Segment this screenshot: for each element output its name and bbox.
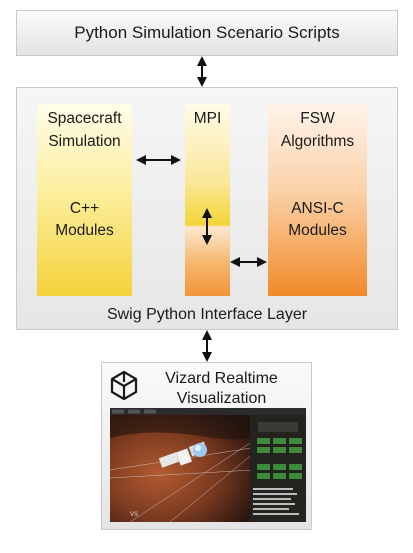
fsw-algorithms-panel: FSW Algorithms ANSI-C Modules (268, 104, 367, 296)
fsw-title-line1: FSW (300, 110, 335, 127)
spacecraft-title-line1: Spacecraft (47, 110, 122, 127)
vizard-title-line2: Visualization (176, 390, 267, 407)
cpp-modules-label: Modules (55, 222, 114, 239)
unity-cube-icon (110, 370, 138, 401)
vizard-title-line1: Vizard Realtime (165, 370, 278, 387)
vizard-screenshot: VS (110, 408, 306, 522)
spacecraft-title-line2: Simulation (48, 133, 121, 150)
cpp-label: C++ (69, 200, 100, 217)
fsw-title-line2: Algorithms (280, 133, 355, 150)
mpi-panel: MPI (185, 104, 230, 296)
ansi-c-modules-label: Modules (288, 222, 347, 239)
svg-text:VS: VS (130, 512, 138, 518)
ansi-c-label: ANSI-C (291, 200, 344, 217)
spacecraft-simulation-panel: Spacecraft Simulation C++ Modules (37, 104, 132, 296)
python-scenario-box: Python Simulation Scenario Scripts (16, 10, 398, 56)
python-scenario-label: Python Simulation Scenario Scripts (74, 23, 340, 42)
swig-layer-label: Swig Python Interface Layer (106, 306, 308, 323)
mpi-label: MPI (193, 110, 222, 127)
vizard-scene-image: VS (110, 408, 306, 522)
